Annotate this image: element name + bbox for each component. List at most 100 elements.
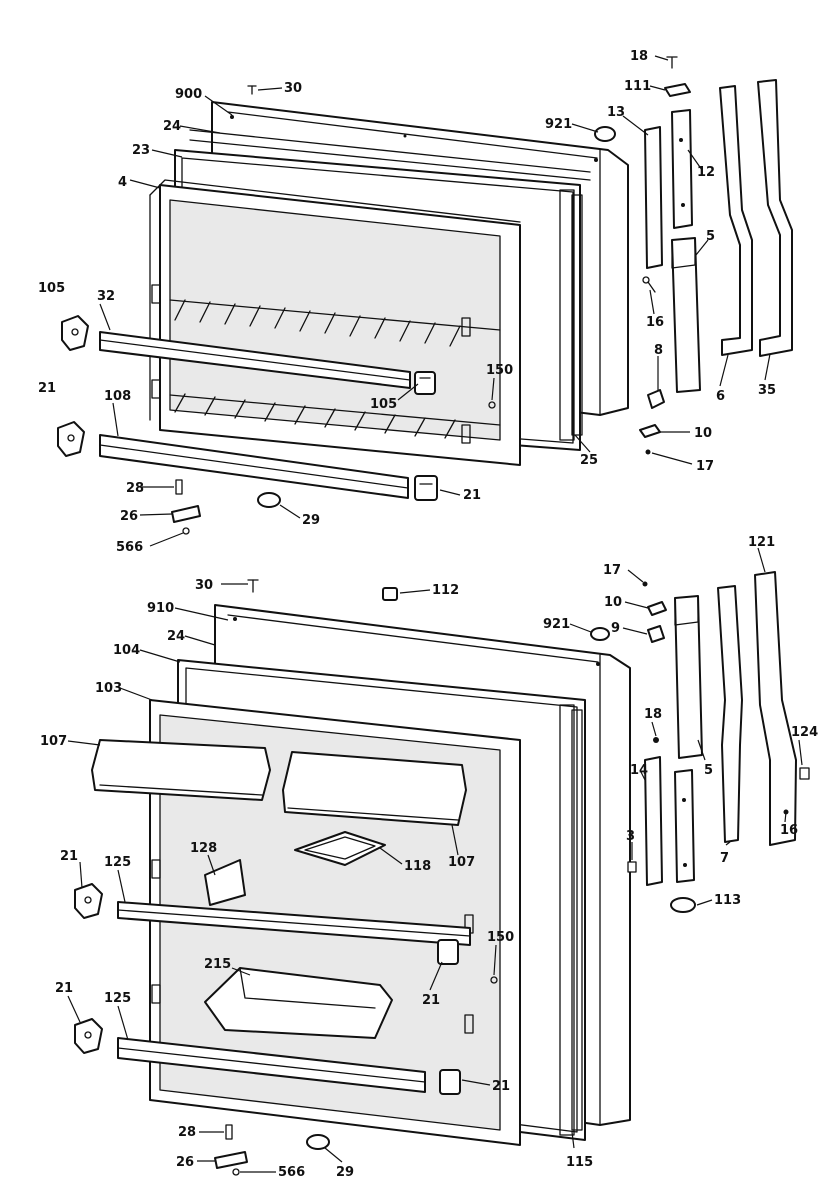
shelf-end-cap-21-low: [439, 1069, 461, 1095]
plug-921-lower: [590, 627, 610, 641]
label-16-lower: 16: [780, 823, 798, 838]
plug-921: [594, 126, 616, 142]
label-121: 121: [748, 535, 775, 550]
shelf-bar-108: [99, 434, 409, 499]
shelf-bracket-21-left: [57, 421, 85, 457]
hinge-plate-26-lower: [214, 1151, 248, 1169]
label-118: 118: [404, 859, 431, 874]
shelf-bracket-105-left: [61, 315, 89, 351]
label-28: 28: [126, 481, 144, 496]
label-26-lower: 26: [176, 1155, 194, 1170]
dairy-door-107-left: [91, 739, 271, 801]
shelf-divider-128: [204, 859, 246, 906]
label-29: 29: [302, 513, 320, 528]
label-30: 30: [284, 81, 302, 96]
label-16: 16: [646, 315, 664, 330]
label-21-left: 21: [38, 381, 56, 396]
label-5-lower: 5: [704, 763, 713, 778]
label-108: 108: [104, 389, 131, 404]
plug-29: [257, 492, 281, 508]
label-24: 24: [163, 119, 181, 134]
label-23: 23: [132, 143, 150, 158]
label-25: 25: [580, 453, 598, 468]
label-9: 9: [611, 621, 620, 636]
label-128: 128: [190, 841, 217, 856]
label-21-a: 21: [60, 849, 78, 864]
labels-upper: 18 111 30 900 13 921 12 24 23 4 5 105 32…: [38, 49, 776, 555]
label-6: 6: [716, 389, 725, 404]
label-566: 566: [116, 540, 143, 555]
clip-3: [627, 861, 637, 873]
label-21-cap: 21: [463, 488, 481, 503]
leader-lines: [67, 55, 803, 1173]
label-30-lower: 30: [195, 578, 213, 593]
hinge-plate-26: [171, 505, 201, 523]
screw-17: [645, 449, 651, 455]
handle-cap-12: [671, 109, 693, 229]
label-26: 26: [120, 509, 138, 524]
bumper-113: [670, 897, 696, 913]
door-stop-28-lower: [225, 1124, 233, 1140]
label-103: 103: [95, 681, 122, 696]
label-21-b: 21: [55, 981, 73, 996]
label-921: 921: [545, 117, 572, 132]
label-105-left: 105: [38, 281, 65, 296]
label-107-left: 107: [40, 734, 67, 749]
screw-18-lower: [653, 737, 659, 743]
label-28-lower: 28: [178, 1125, 196, 1140]
clip-9: [647, 625, 665, 643]
label-215: 215: [204, 957, 231, 972]
label-125-lower: 125: [104, 991, 131, 1006]
shelf-end-cap-21-mid: [437, 939, 459, 965]
label-150-lower: 150: [487, 930, 514, 945]
shelf-bin-215: [204, 967, 393, 1039]
label-35: 35: [758, 383, 776, 398]
label-7: 7: [720, 851, 729, 866]
plug-29-lower: [306, 1134, 330, 1150]
screw-30-lower: [247, 579, 259, 593]
label-21-mid: 21: [422, 993, 440, 1008]
label-13: 13: [607, 105, 625, 120]
egg-tray-118: [294, 831, 386, 866]
hinge-10: [639, 424, 661, 438]
label-8: 8: [654, 343, 663, 358]
label-566-lower: 566: [278, 1165, 305, 1180]
label-10: 10: [694, 426, 712, 441]
label-14: 14: [630, 763, 648, 778]
door-handle-7: [717, 585, 743, 843]
labels-lower: 17 121 30 112 10 910 921 9 24 104 103 18…: [40, 535, 818, 1180]
door-stop-28: [175, 479, 183, 495]
upper-door-assembly: [57, 56, 793, 535]
label-10-lower: 10: [604, 595, 622, 610]
label-921-lower: 921: [543, 617, 570, 632]
handle-5: [671, 237, 701, 393]
label-18-lower: 18: [644, 707, 662, 722]
label-24-lower: 24: [167, 629, 185, 644]
label-21-low: 21: [492, 1079, 510, 1094]
shelf-bar-125-lower: [117, 1037, 426, 1093]
label-105-cap: 105: [370, 397, 397, 412]
shelf-end-cap-21: [414, 475, 438, 501]
shelf-end-cap-105: [414, 371, 436, 395]
shelf-bracket-21-a: [74, 883, 103, 919]
handle-5-lower: [674, 595, 703, 759]
screw-566: [182, 527, 190, 535]
shelf-bar-125-upper: [117, 901, 471, 946]
screw-566-lower: [232, 1168, 240, 1176]
door-handle-121: [754, 571, 797, 846]
hinge-10-lower: [647, 601, 667, 616]
cam-112: [382, 587, 398, 601]
screw-150: [488, 401, 496, 409]
label-124: 124: [791, 725, 818, 740]
dairy-door-107-right: [282, 751, 467, 826]
label-4: 4: [118, 175, 127, 190]
door-handle-35: [757, 79, 793, 357]
label-125-upper: 125: [104, 855, 131, 870]
lower-door-assembly: [74, 85, 810, 1176]
label-12: 12: [697, 165, 715, 180]
clip-124: [799, 767, 810, 780]
label-17-lower: 17: [603, 563, 621, 578]
hinge-screw-18: [666, 56, 678, 69]
label-111: 111: [624, 79, 651, 94]
